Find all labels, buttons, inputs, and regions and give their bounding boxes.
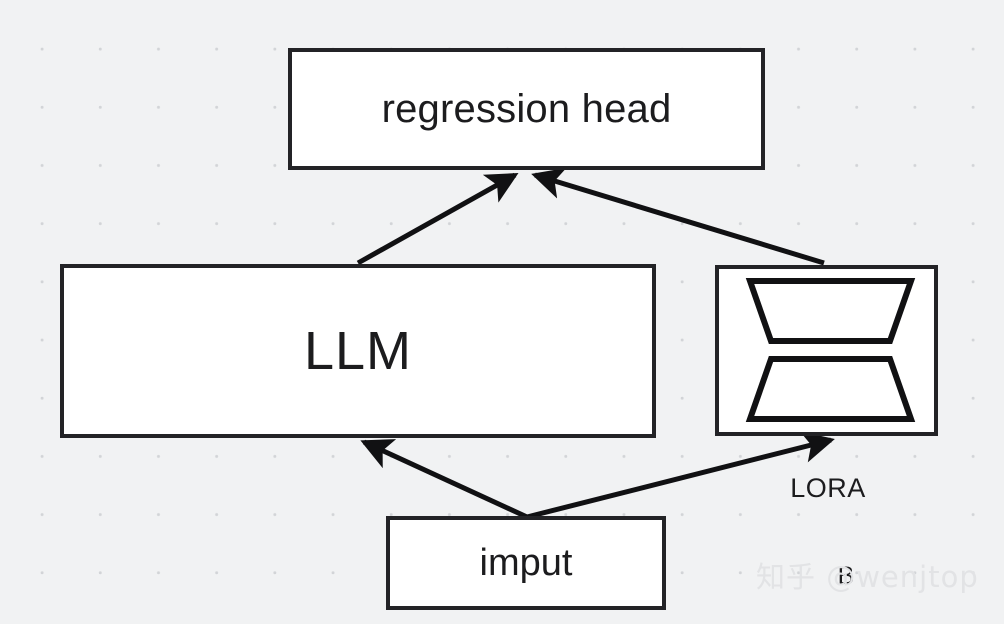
edge-lora-to-regression-head [531, 167, 825, 266]
lora-caption-label: LORA [790, 473, 866, 503]
edge-llm-to-regression-head [356, 172, 519, 266]
trapezoid-matrix-a [745, 356, 916, 422]
node-llm[interactable]: LLM [60, 264, 656, 438]
node-lora-container[interactable]: B A [715, 265, 938, 590]
edge-imput-to-llm [360, 439, 529, 520]
imput-label: imput [479, 541, 573, 584]
edge-imput-to-lora [526, 431, 835, 520]
node-imput[interactable]: imput [386, 516, 666, 610]
node-regression-head[interactable]: regression head [288, 48, 765, 170]
lora-matrices-shapes [745, 278, 916, 422]
llm-label: LLM [303, 321, 413, 381]
trapezoid-matrix-b [745, 278, 916, 344]
regression-head-label: regression head [381, 86, 672, 131]
matrix-b-label: B [837, 562, 855, 590]
watermark-text: 知乎 @wenjtop [756, 560, 979, 594]
